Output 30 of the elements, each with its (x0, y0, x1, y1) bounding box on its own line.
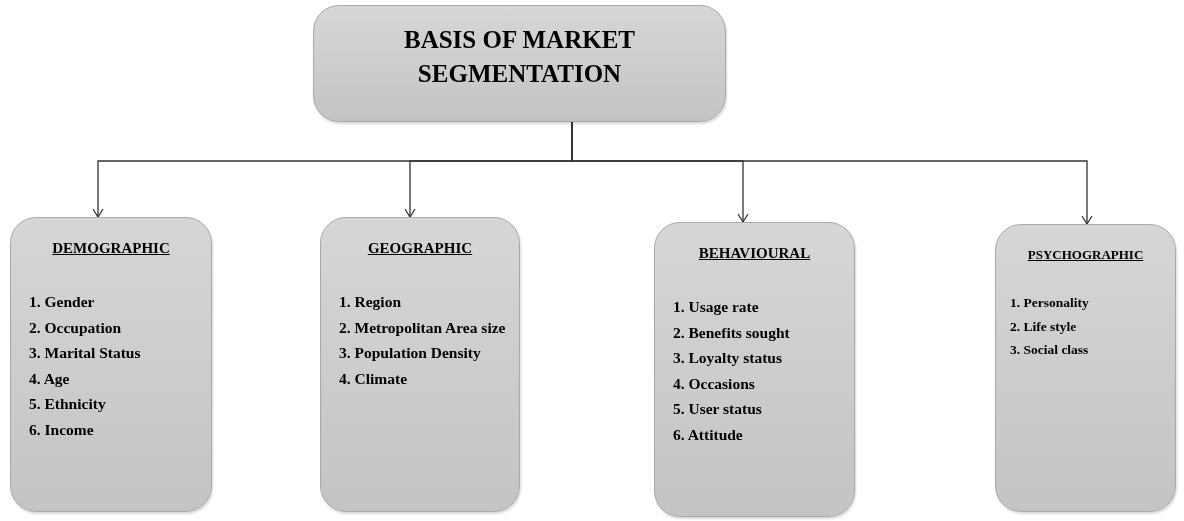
list-item: 1. Personality (1009, 294, 1090, 312)
list-item: 2. Occupation (28, 317, 123, 338)
list-item: 1. Gender (28, 292, 96, 312)
list-item: 3. Loyalty status (672, 348, 783, 369)
title-box (313, 5, 726, 122)
category-box (995, 224, 1176, 512)
list-item: 1. Usage rate (672, 297, 760, 317)
category-heading: PSYCHOGRAPHIC (1026, 247, 1145, 263)
list-item: 5. User status (672, 399, 763, 420)
list-item: 3. Social class (1009, 341, 1090, 360)
category-heading: BEHAVIOURAL (697, 245, 812, 262)
category-box (320, 217, 520, 512)
title-text: BASIS OF MARKET SEGMENTATION (402, 24, 637, 89)
list-item: 5. Ethnicity (28, 394, 107, 415)
list-item: 1. Region (338, 292, 402, 312)
list-item: 2. Life style (1009, 317, 1078, 336)
list-item: 3. Marital Status (28, 343, 142, 364)
category-box (654, 222, 855, 517)
list-item: 2. Metropolitan Area size (338, 317, 507, 338)
connector-arrow (571, 121, 1093, 225)
list-item: 6. Attitude (672, 424, 744, 445)
category-box (10, 217, 212, 512)
category-heading: DEMOGRAPHIC (51, 240, 171, 257)
list-item: 2. Benefits sought (672, 322, 791, 343)
category-heading: GEOGRAPHIC (366, 240, 474, 257)
list-item: 4. Climate (338, 368, 408, 389)
list-item: 6. Income (28, 419, 95, 440)
list-item: 4. Age (28, 368, 71, 389)
list-item: 4. Occasions (672, 373, 756, 394)
list-item: 3. Population Density (338, 343, 482, 364)
